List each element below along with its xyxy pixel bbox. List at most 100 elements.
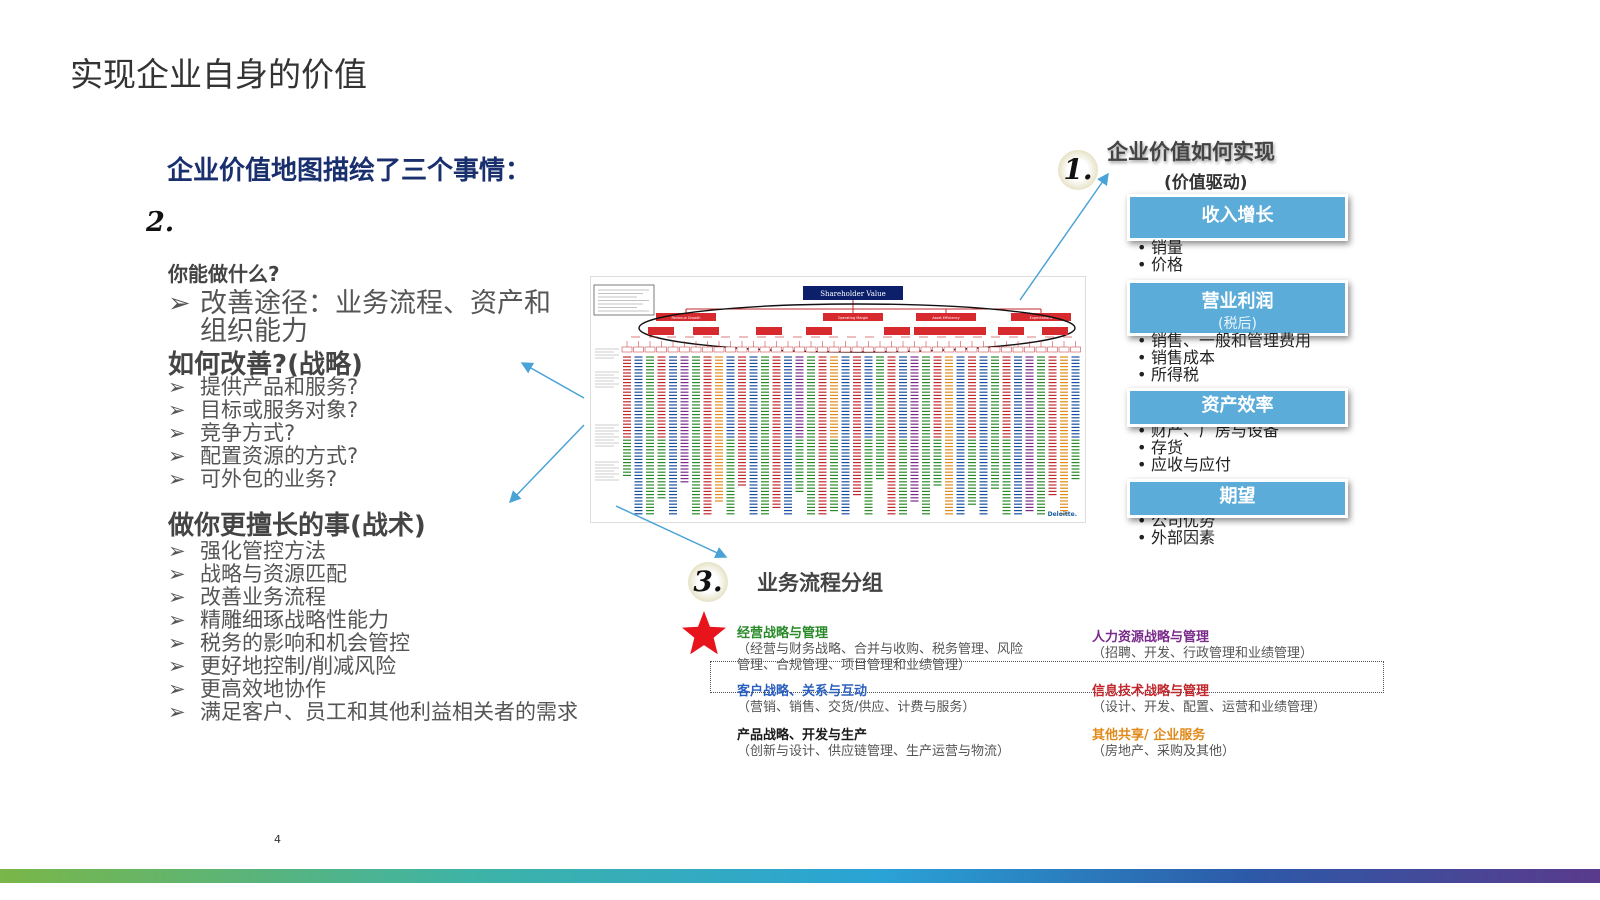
list-item: ➢竞争方式?: [168, 421, 296, 445]
level1-label: Asset Efficiency: [932, 316, 960, 320]
arrow-bullet-icon: ➢: [168, 444, 186, 468]
list-item: 销售、一般和管理费用: [1137, 332, 1311, 349]
number-3-badge: 3.: [688, 562, 728, 602]
arrow-bullet-icon: ➢: [168, 608, 186, 632]
driver-box-operating-margin: 营业利润 (税后): [1127, 280, 1348, 336]
improve-list: ➢改善途径：业务流程、资产和组织能力: [168, 290, 568, 346]
process-group-title: 经营战略与管理: [737, 626, 829, 641]
process-group-title: 信息技术战略与管理: [1092, 684, 1210, 699]
process-group-title: 客户战略、关系与互动: [737, 684, 868, 699]
arrow-to-process-groups: [615, 505, 728, 559]
driver-box-label: 收入增长: [1201, 205, 1274, 226]
level1-label: Expectations: [1030, 316, 1053, 320]
value-drivers-title: 企业价值如何实现: [1107, 140, 1275, 164]
driver-box-label: 期望: [1219, 486, 1256, 507]
list-item: ➢更好地控制/削减风险: [168, 654, 397, 678]
level2-node: [998, 327, 1024, 335]
arrow-bullet-icon: ➢: [168, 375, 186, 399]
value-map-diagram: Shareholder Value Revenue Growth Operatin…: [593, 284, 1081, 518]
arrow-to-value-drivers: [1019, 172, 1109, 301]
list-item: 应收与应付: [1137, 456, 1279, 473]
process-group-desc: 管理、合规管理、项目管理和业绩管理）: [737, 658, 972, 673]
process-group-customer: 客户战略、关系与互动 （营销、销售、交货/供应、计费与服务）: [737, 684, 975, 716]
tactics-heading: 做你更擅长的事(战术): [168, 511, 426, 541]
how-list: ➢提供产品和服务? ➢目标或服务对象? ➢竞争方式? ➢配置资源的方式? ➢可外…: [168, 376, 358, 491]
arrow-bullet-icon: ➢: [168, 585, 186, 609]
arrow-bullet-icon: ➢: [168, 467, 186, 491]
deloitte-logo: Deloitte.: [1048, 511, 1077, 518]
root-node: [803, 286, 903, 300]
list-item: ➢配置资源的方式?: [168, 444, 359, 468]
value-map-figure: Shareholder Value Revenue Growth Operatin…: [590, 276, 1086, 523]
arrow-bullet-icon: ➢: [168, 539, 186, 563]
process-group-hr: 人力资源战略与管理 （招聘、开发、行政管理和业绩管理）: [1092, 630, 1313, 662]
level1-nodes: Revenue Growth Operating Margin Asset Effi…: [656, 309, 1071, 321]
arrow-bullet-icon: ➢: [168, 562, 186, 586]
left-heading: 企业价值地图描绘了三个事情：: [167, 156, 532, 186]
list-item: ➢改善业务流程: [168, 585, 326, 609]
level2-nodes: [648, 327, 1068, 335]
list-item: ➢目标或服务对象?: [168, 398, 359, 422]
driver-list-asset-efficiency: 财产、厂房与设备 存货 应收与应付: [1137, 422, 1279, 473]
list-item: ➢精雕细琢战略性能力: [168, 608, 389, 632]
list-item: ➢提供产品和服务?: [168, 375, 359, 399]
level2-node: [884, 327, 910, 335]
number-2-badge: 2.: [146, 207, 175, 238]
level1-label: Revenue Growth: [671, 316, 700, 320]
legend-text-lines: [598, 289, 649, 312]
list-item: ➢更高效地协作: [168, 677, 326, 701]
arrow-to-strategy: [520, 362, 585, 399]
list-item: 存货: [1137, 439, 1279, 456]
process-group-business-strategy: 经营战略与管理 （经营与财务战略、合并与收购、税务管理、风险 管理、合规管理、项…: [737, 626, 1023, 674]
value-drivers-subtitle: (价值驱动): [1164, 173, 1248, 193]
star-icon: [678, 606, 730, 658]
page-number: 4: [274, 833, 281, 846]
level2-node: [934, 327, 960, 335]
list-item: 所得税: [1137, 366, 1311, 383]
bottom-gradient-bar: [0, 869, 1600, 883]
process-group-desc: （招聘、开发、行政管理和业绩管理）: [1092, 646, 1314, 661]
level1-label: Operating Margin: [838, 316, 869, 320]
driver-box-label: 营业利润: [1201, 291, 1274, 312]
arrow-bullet-icon: ➢: [168, 288, 191, 319]
process-group-title: 产品战略、开发与生产: [737, 728, 868, 743]
arrow-to-tactics: [508, 424, 585, 504]
arrow-bullet-icon: ➢: [168, 631, 186, 655]
list-item: ➢改善途径：业务流程、资产和组织能力: [168, 288, 551, 347]
process-group-title: 其他共享/ 企业服务: [1092, 728, 1206, 743]
process-group-desc: （创新与设计、供应链管理、生产运营与物流）: [737, 744, 1011, 759]
arrow-bullet-icon: ➢: [168, 677, 186, 701]
arrow-bullet-icon: ➢: [168, 398, 186, 422]
level1-node: [823, 313, 883, 321]
list-item: ➢可外包的业务?: [168, 467, 338, 491]
tactics-list: ➢强化管控方法 ➢战略与资源匹配 ➢改善业务流程 ➢精雕细琢战略性能力 ➢税务的…: [168, 540, 578, 724]
level1-node: [916, 313, 976, 321]
list-item: 销售成本: [1137, 349, 1311, 366]
slide-title: 实现企业自身的价值: [70, 55, 367, 94]
process-group-desc: （经营与财务战略、合并与收购、税务管理、风险: [737, 642, 1024, 657]
level2-node: [756, 327, 782, 335]
driver-box-label: 资产效率: [1201, 395, 1274, 416]
driver-box-expectations: 期望: [1127, 479, 1348, 518]
root-label: Shareholder Value: [820, 290, 886, 298]
list-item: ➢满足客户、员工和其他利益相关者的需求: [168, 700, 578, 724]
process-group-shared-services: 其他共享/ 企业服务 （房地产、采购及其他）: [1092, 728, 1235, 760]
driver-box-sublabel: (税后): [1218, 316, 1257, 332]
list-item: ➢税务的影响和机会管控: [168, 631, 410, 655]
question-heading: 你能做什么?: [168, 262, 280, 286]
process-group-product: 产品战略、开发与生产 （创新与设计、供应链管理、生产运营与物流）: [737, 728, 1010, 760]
driver-list-operating-margin: 销售、一般和管理费用 销售成本 所得税: [1137, 332, 1311, 383]
process-group-desc: （营销、销售、交货/供应、计费与服务）: [737, 700, 976, 715]
process-group-title: 人力资源战略与管理: [1092, 630, 1210, 645]
arrow-bullet-icon: ➢: [168, 654, 186, 678]
driver-columns: [621, 336, 1081, 515]
level1-node: [656, 313, 716, 321]
level1-node: [1011, 313, 1071, 321]
level2-node: [648, 327, 674, 335]
level2-node: [806, 327, 832, 335]
process-group-desc: （房地产、采购及其他）: [1092, 744, 1236, 759]
level2-node: [693, 327, 719, 335]
process-groups-title: 业务流程分组: [757, 571, 883, 595]
how-heading: 如何改善?(战略): [168, 350, 363, 380]
